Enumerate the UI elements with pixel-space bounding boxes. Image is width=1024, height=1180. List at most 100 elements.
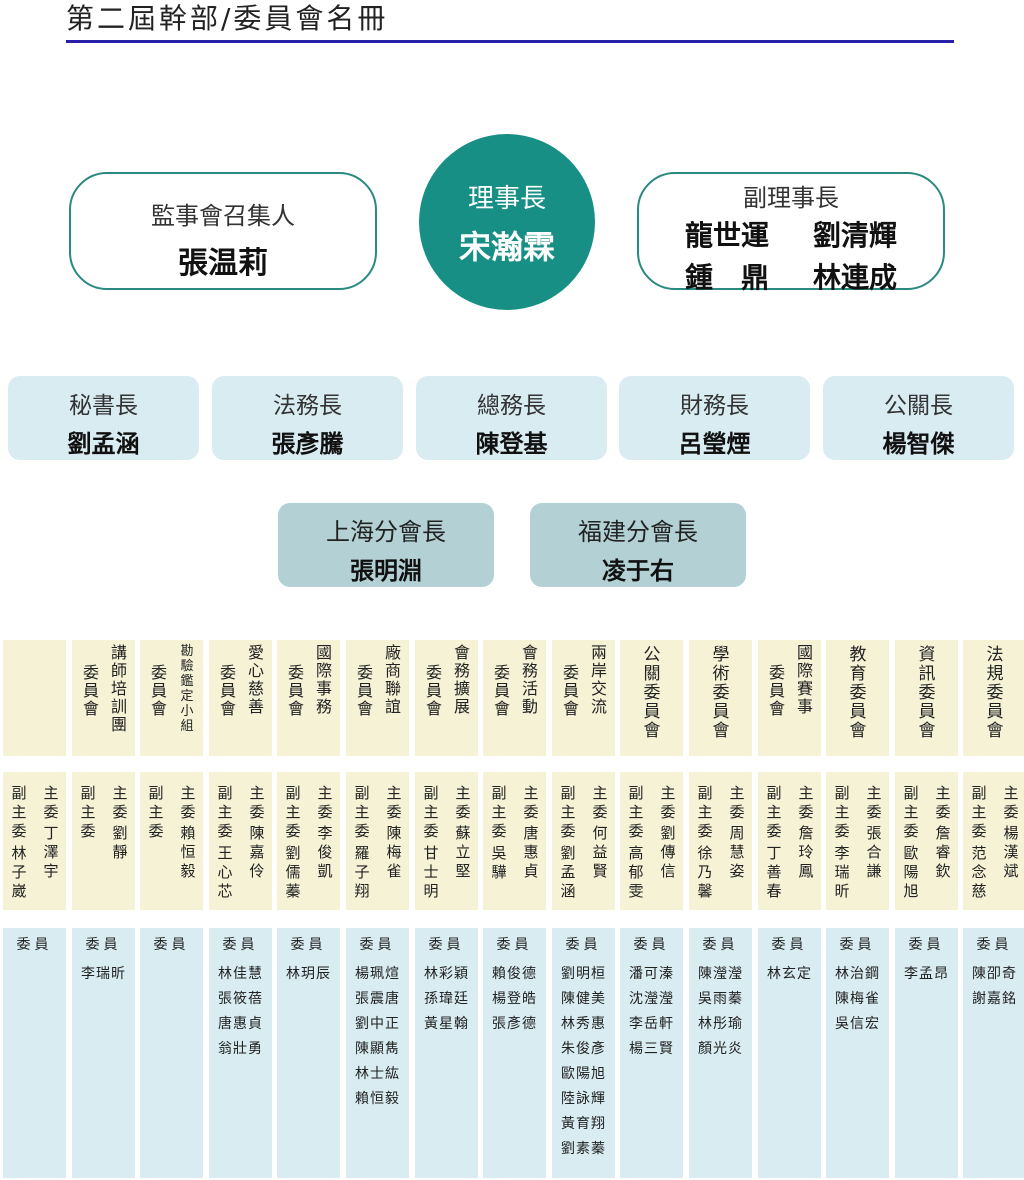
member-name: 劉素蓁 (561, 1141, 606, 1157)
committee-leads-block: 主委劉傳信副主委高郁雯 (620, 772, 683, 910)
member-name: 楊珮煊 (355, 966, 400, 982)
chair-role-label: 主委 (249, 784, 265, 821)
committee-name: 國際事務 (315, 643, 332, 716)
member-name: 李瑞昕 (81, 966, 126, 982)
vice-chairman-name: 劉清輝 (812, 219, 897, 252)
committee-name: 國際賽事 (796, 643, 813, 716)
committee-name-block: 委員會兩岸交流 (552, 640, 615, 756)
committee-name: 兩岸交流 (590, 643, 607, 716)
committee-leads-block: 主委丁澤宇副主委林子崴 (3, 772, 66, 910)
committee-name-suffix: 委員會 (425, 663, 442, 718)
vice-chair-role-label: 副主委 (423, 784, 439, 840)
member-name: 林秀惠 (561, 1016, 606, 1032)
member-list: 陳瀅瀅吳雨蓁林彤瑜顏光炎 (691, 962, 750, 1062)
committee-members-block: 委員楊珮煊張震唐劉中正陳顯雋林士紘賴恒毅 (346, 928, 409, 1178)
committee-vice-chair-name: 高郁雯 (628, 844, 644, 900)
vice-chair-role-label: 副主委 (560, 784, 576, 840)
committee-name-suffix: 委員會 (493, 663, 510, 718)
member-list: 李孟昂 (897, 962, 956, 987)
committee-chair-name: 詹玲鳳 (798, 824, 814, 880)
member-label: 委員 (428, 937, 465, 953)
committee-name: 勘驗鑑定小組 (180, 644, 194, 734)
member-name: 林士紘 (355, 1066, 400, 1082)
chairman-name: 宋瀚霖 (458, 228, 555, 266)
chair-role-label: 主委 (660, 784, 676, 821)
vice-chair-role-label: 副主委 (80, 784, 96, 840)
member-name: 黃育翔 (561, 1116, 606, 1132)
officer-role: 財務長 (680, 393, 749, 419)
member-name: 林玄定 (767, 966, 812, 982)
vice-chair-role-label: 副主委 (491, 784, 507, 840)
committee-leads-block: 主委何益賢副主委劉孟涵 (552, 772, 615, 910)
committee-name-suffix: 委員會 (768, 663, 785, 718)
vice-chair-role-label: 副主委 (148, 784, 164, 840)
committee-vice-chair-name: 林子崴 (11, 844, 27, 900)
vice-chair-role-label: 副主委 (903, 784, 919, 840)
member-name: 林玥辰 (286, 966, 331, 982)
officer-name: 張彥騰 (271, 430, 344, 458)
committee-members-block: 委員林玥辰 (277, 928, 340, 1178)
vice-chair-role-label: 副主委 (628, 784, 644, 840)
chair-role-label: 主委 (592, 784, 608, 821)
committee-vice-chair-name: 甘士明 (423, 844, 439, 900)
committee-members-block: 委員林彩穎孫瑋廷黃星翰 (415, 928, 478, 1178)
committee-name-block: 委員會廠商聯誼 (346, 640, 409, 756)
vice-chairman-box: 副理事長 龍世運 劉清輝 鍾 鼎 林連成 (637, 172, 945, 294)
chair-role-label: 主委 (729, 784, 745, 821)
member-name: 沈瀅瀅 (629, 991, 674, 1007)
chair-role-label: 主委 (866, 784, 882, 821)
member-list: 劉明桓陳健美林秀惠朱俊彥歐陽旭陸詠輝黃育翔劉素蓁 (554, 962, 613, 1162)
committee-name: 教育委員會 (849, 645, 867, 741)
member-name: 張彥德 (492, 1016, 537, 1032)
committee-chair-name: 賴恒毅 (180, 824, 196, 880)
committee-leads-block: 主委李俊凱副主委劉儒蓁 (277, 772, 340, 910)
vice-chairman-name: 林連成 (812, 261, 897, 294)
committee-name-block: 委員會國際事務 (277, 640, 340, 756)
member-name: 翁壯勇 (218, 1041, 263, 1057)
committee-members-block: 委員 (3, 928, 66, 1178)
committee-name-block: 委員會國際賽事 (758, 640, 821, 756)
officer-name: 劉孟涵 (67, 430, 140, 458)
committee-name: 廠商聯誼 (384, 643, 401, 716)
member-list: 潘可溱沈瀅瀅李岳軒楊三賢 (622, 962, 681, 1062)
committee-leads-block: 主委陳嘉伶副主委王心芯 (209, 772, 272, 910)
committee-members-block: 委員潘可溱沈瀅瀅李岳軒楊三賢 (620, 928, 683, 1178)
title-underline (66, 40, 954, 43)
officer-box: 總務長 陳登基 (416, 376, 607, 460)
committee-chair-name: 陳嘉伶 (249, 824, 265, 880)
committee-leads-block: 主委陳梅雀副主委羅子翔 (346, 772, 409, 910)
member-list: 林治鋼陳梅雀吳信宏 (828, 962, 887, 1037)
committee-vice-chair-name: 范念慈 (971, 844, 987, 900)
member-list: 楊珮煊張震唐劉中正陳顯雋林士紘賴恒毅 (348, 962, 407, 1112)
committee-members-block: 委員陳瀅瀅吳雨蓁林彤瑜顏光炎 (689, 928, 752, 1178)
member-label: 委員 (565, 937, 602, 953)
member-name: 楊登皓 (492, 991, 537, 1007)
branch-box: 福建分會長 凌于右 (530, 503, 746, 587)
vice-chair-role-label: 副主委 (766, 784, 782, 840)
member-name: 李孟昂 (904, 966, 949, 982)
committee-name-block: 委員會會務擴展 (415, 640, 478, 756)
member-list: 陳卲奇謝嘉銘 (965, 962, 1024, 1012)
member-name: 賴俊德 (492, 966, 537, 982)
committee-leads-block: 主委蘇立堅副主委甘士明 (415, 772, 478, 910)
member-list: 林彩穎孫瑋廷黃星翰 (417, 962, 476, 1037)
committee-members-block: 委員李瑞昕 (72, 928, 135, 1178)
chair-role-label: 主委 (317, 784, 333, 821)
officer-box: 公關長 楊智傑 (823, 376, 1014, 460)
committee-name-suffix: 委員會 (287, 663, 304, 718)
chair-role-label: 主委 (935, 784, 951, 821)
officer-role: 秘書長 (69, 393, 138, 419)
member-name: 朱俊彥 (561, 1041, 606, 1057)
vice-chairman-role: 副理事長 (743, 184, 839, 212)
committee-name: 學術委員會 (712, 645, 730, 741)
committee-chair-name: 李俊凱 (317, 824, 333, 880)
committee-name: 會務擴展 (453, 643, 470, 716)
branch-name: 張明淵 (350, 557, 422, 585)
member-label: 委員 (976, 937, 1013, 953)
committee-name-suffix: 委員會 (562, 663, 579, 718)
committee-name: 愛心慈善 (247, 643, 264, 716)
member-list: 林佳慧張筱蓓唐惠貞翁壯勇 (211, 962, 270, 1062)
committee-members-block: 委員劉明桓陳健美林秀惠朱俊彥歐陽旭陸詠輝黃育翔劉素蓁 (552, 928, 615, 1178)
committee-vice-chair-name: 吳 驊 (491, 844, 522, 881)
vice-chair-role-label: 副主委 (697, 784, 713, 840)
